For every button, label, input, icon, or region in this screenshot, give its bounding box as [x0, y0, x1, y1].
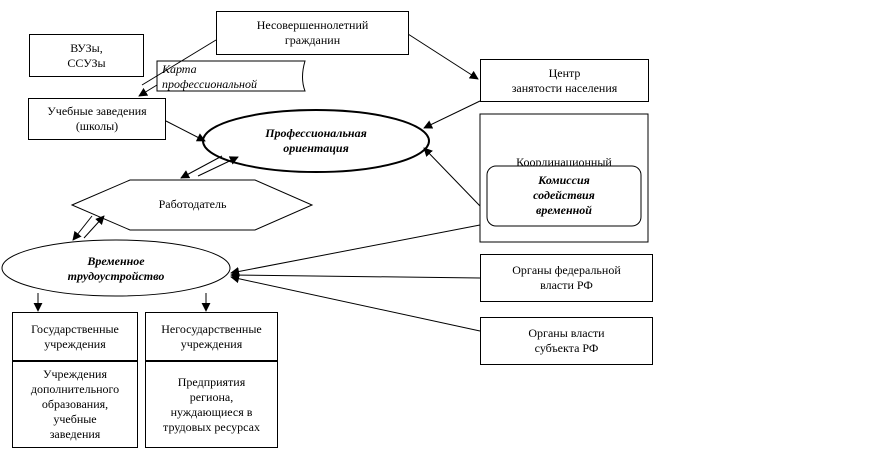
- employment-center-box: Центр занятости населения: [480, 59, 649, 102]
- arrow-employer-to-temp-employment: [72, 215, 93, 241]
- prof-orientation-label: Профессиональная ориентация: [265, 126, 367, 155]
- commission-box: [486, 165, 642, 227]
- arrow-orientation-to-employer: [180, 155, 223, 179]
- federal-authorities-box: Органы федеральной власти РФ: [480, 254, 653, 302]
- commission-label: Комиссия содействия временной: [533, 173, 595, 217]
- regional-authorities-box: Органы власти субъекта РФ: [480, 317, 653, 365]
- arrow-employment-center-to-orientation: [423, 100, 481, 129]
- temp-employment-ellipse: [1, 239, 231, 297]
- arrow-employer-to-orientation: [197, 156, 239, 177]
- career-map-label: Карта профессиональной: [162, 62, 257, 91]
- coordination-label: Координационный: [516, 155, 612, 166]
- career-map-note: [156, 60, 306, 92]
- schools-box: Учебные заведения (школы): [28, 98, 166, 140]
- arrow-temp-employment-to-employer: [83, 215, 105, 239]
- arrow-federal-to-temp-employment: [230, 270, 481, 280]
- arrow-career-map-to-schools: [138, 84, 158, 97]
- minors-box: Несовершеннолетний гражданин: [216, 11, 409, 55]
- nonstate-institutions-box: Негосударственные учреждения: [145, 312, 278, 361]
- arrow-minors-to-schools: [141, 39, 217, 86]
- arrow-regional-to-temp-employment: [230, 274, 481, 332]
- state-institutions-box: Государственные учреждения: [12, 312, 138, 361]
- arrow-schools-to-orientation: [165, 120, 206, 142]
- employer-label: Работодатель: [158, 197, 227, 211]
- arrow-minors-to-employment-center: [407, 33, 479, 80]
- arrow-coordination-to-temp-employment: [230, 224, 481, 276]
- regional-enterprises-box: Предприятия региона, нуждающиеся в трудо…: [145, 361, 278, 448]
- temp-employment-label: Временное трудоустройство: [67, 254, 165, 283]
- additional-education-box: Учреждения дополнительного образования, …: [12, 361, 138, 448]
- universities-box: ВУЗы, ССУЗы: [29, 34, 144, 77]
- arrow-coordination-to-orientation: [423, 147, 481, 207]
- employer-hexagon: [70, 179, 314, 231]
